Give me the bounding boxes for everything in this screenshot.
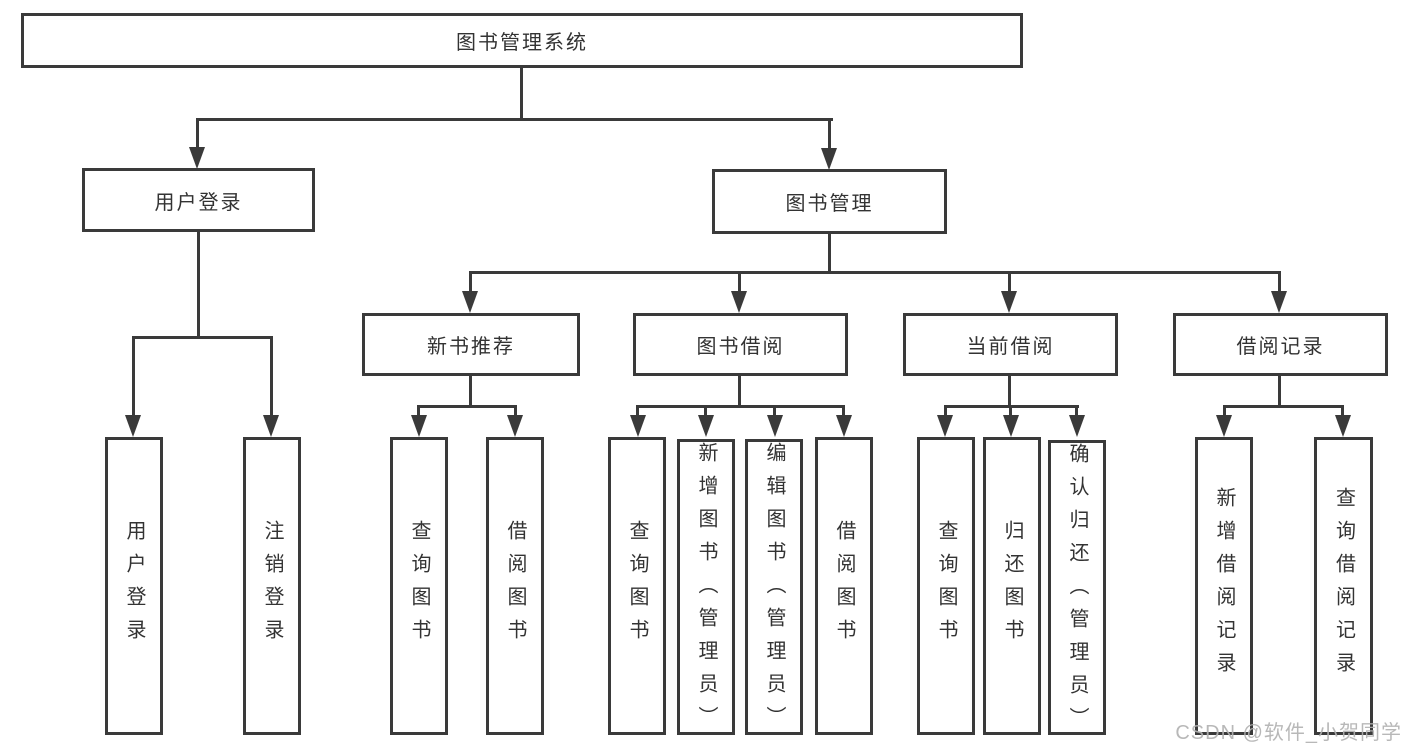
node-user-login-branch: 用户登录 (82, 168, 315, 232)
connector-line (417, 405, 420, 417)
node-label: 确认归还（管理员） (1066, 443, 1088, 740)
node-label: 查询图书 (935, 520, 957, 652)
connector-line (1223, 405, 1226, 417)
node-label: 新增借阅记录 (1213, 487, 1235, 685)
node-edit-books-admin: 编辑图书（管理员） (745, 439, 803, 739)
node-label: 图书管理系统 (456, 32, 588, 54)
node-query-borrow-record: 查询借阅记录 (1314, 437, 1373, 735)
node-current-borrowing: 当前借阅 (903, 313, 1118, 376)
connector-line (1341, 405, 1344, 417)
connector-line (469, 271, 472, 293)
node-label: 借阅记录 (1236, 336, 1325, 358)
node-label: 编辑图书（管理员） (763, 442, 785, 739)
arrow-down-icon (937, 415, 953, 437)
node-borrowing-records: 借阅记录 (1173, 313, 1388, 376)
node-library-management-system: 图书管理系统 (21, 13, 1023, 68)
connector-line (944, 405, 947, 417)
node-label: 图书管理 (785, 193, 874, 215)
arrow-down-icon (1216, 415, 1232, 437)
arrow-down-icon (821, 148, 837, 170)
connector-line (1075, 405, 1078, 417)
node-label: 新增图书（管理员） (695, 442, 717, 739)
connector-line (1008, 271, 1011, 293)
node-label: 当前借阅 (966, 336, 1055, 358)
node-add-borrow-record: 新增借阅记录 (1195, 437, 1253, 735)
node-add-books-admin: 新增图书（管理员） (677, 439, 735, 739)
connector-line (196, 118, 199, 152)
arrow-down-icon (1069, 415, 1085, 437)
arrow-down-icon (1003, 415, 1019, 437)
connector-line (704, 405, 707, 417)
connector-line (636, 405, 845, 408)
node-label: 图书借阅 (696, 336, 785, 358)
node-label: 新书推荐 (427, 336, 515, 358)
node-book-management: 图书管理 (712, 169, 947, 234)
node-book-borrowing: 图书借阅 (633, 313, 848, 376)
node-label: 归还图书 (1001, 520, 1023, 652)
node-query-books-borrowing: 查询图书 (608, 437, 666, 735)
node-user-login: 用户登录 (105, 437, 163, 735)
connector-line (828, 118, 831, 152)
node-label: 借阅图书 (833, 520, 855, 652)
node-new-book-recommend: 新书推荐 (362, 313, 580, 376)
node-confirm-return-admin: 确认归还（管理员） (1048, 440, 1106, 740)
node-borrow-books: 借阅图书 (815, 437, 873, 735)
arrow-down-icon (125, 415, 141, 437)
node-borrow-books-recommend: 借阅图书 (486, 437, 544, 735)
arrow-down-icon (630, 415, 646, 437)
connector-line (132, 336, 273, 339)
csdn-watermark: CSDN @软件_小贺同学 (1175, 722, 1402, 744)
connector-line (738, 376, 741, 407)
connector-line (1009, 405, 1012, 417)
arrow-down-icon (767, 415, 783, 437)
node-label: 用户登录 (123, 520, 145, 652)
connector-line (469, 376, 472, 407)
arrow-down-icon (698, 415, 714, 437)
connector-line (828, 234, 831, 273)
arrow-down-icon (462, 291, 478, 313)
node-return-books: 归还图书 (983, 437, 1041, 735)
arrow-down-icon (411, 415, 427, 437)
connector-line (514, 405, 517, 417)
connector-line (842, 405, 845, 417)
node-label: 注销登录 (261, 520, 283, 652)
connector-line (1223, 405, 1344, 408)
connector-line (1278, 271, 1281, 293)
arrow-down-icon (507, 415, 523, 437)
arrow-down-icon (263, 415, 279, 437)
connector-line (132, 336, 135, 418)
arrow-down-icon (1001, 291, 1017, 313)
node-query-books-current: 查询图书 (917, 437, 975, 735)
node-label: 查询图书 (626, 520, 648, 652)
node-label: 查询图书 (408, 520, 430, 652)
arrow-down-icon (1271, 291, 1287, 313)
node-label: 用户登录 (154, 191, 243, 214)
connector-line (1278, 376, 1281, 407)
connector-line (417, 405, 517, 408)
connector-line (469, 271, 1281, 274)
connector-line (270, 336, 273, 418)
node-label: 借阅图书 (504, 520, 526, 652)
connector-line (197, 232, 200, 338)
connector-line (1008, 376, 1011, 407)
node-query-books-recommend: 查询图书 (390, 437, 448, 735)
arrow-down-icon (731, 291, 747, 313)
node-label: 查询借阅记录 (1332, 487, 1355, 685)
arrow-down-icon (836, 415, 852, 437)
connector-line (636, 405, 639, 417)
connector-line (773, 405, 776, 417)
connector-line (520, 68, 523, 120)
node-logout: 注销登录 (243, 437, 301, 735)
connector-line (738, 271, 741, 293)
arrow-down-icon (189, 147, 205, 169)
arrow-down-icon (1335, 415, 1351, 437)
connector-line (196, 118, 833, 121)
